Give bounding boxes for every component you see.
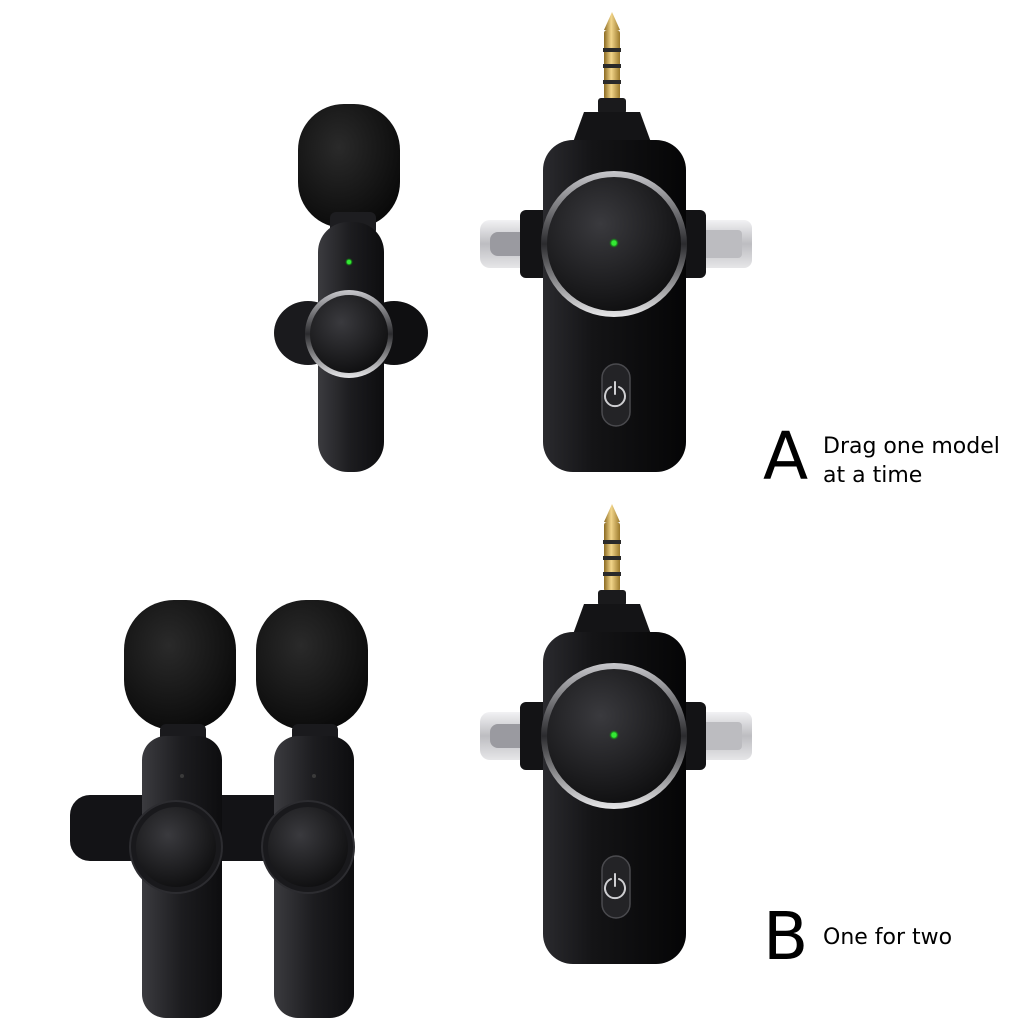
- variant-a-letter: A: [763, 418, 809, 495]
- variant-a-caption-line-2: at a time: [823, 463, 923, 488]
- power-icon: [604, 873, 626, 900]
- wireless-microphones-b: [70, 599, 369, 1019]
- variant-b-letter: B: [763, 898, 809, 975]
- receiver-b: [479, 503, 753, 965]
- variant-b-caption: One for two: [823, 923, 952, 952]
- variant-a-caption: Drag one model at a time: [823, 432, 1000, 490]
- receiver-a: [479, 11, 753, 473]
- wireless-microphone-a: [274, 104, 428, 472]
- variant-b-caption-line-1: One for two: [823, 925, 953, 950]
- power-icon: [604, 381, 626, 408]
- variant-a-caption-line-1: Drag one model: [823, 434, 1000, 459]
